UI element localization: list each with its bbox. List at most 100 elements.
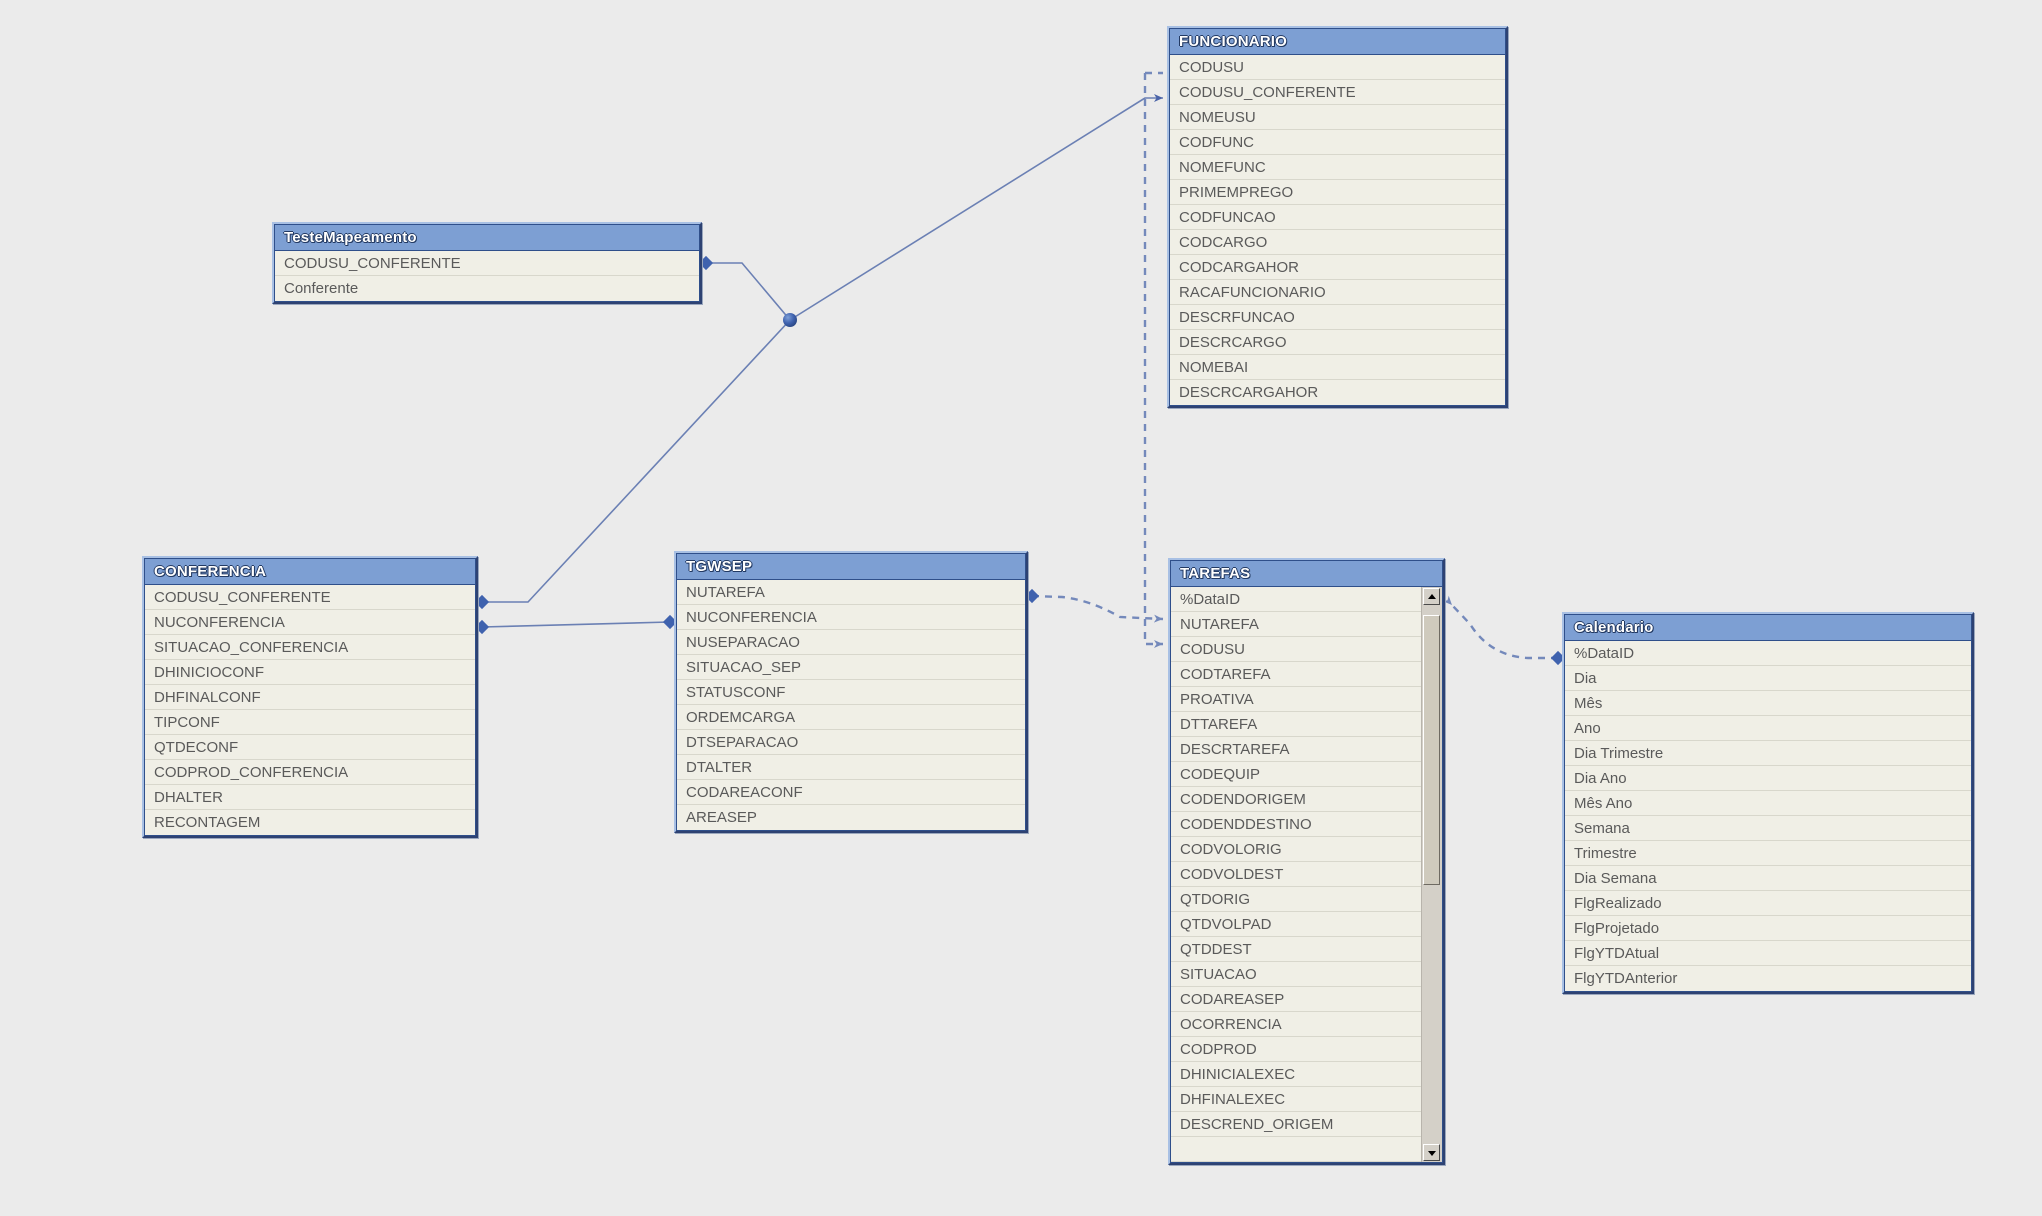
entity-field-row[interactable]: NUSEPARACAO bbox=[677, 630, 1025, 655]
entity-field-row[interactable]: FlgProjetado bbox=[1565, 916, 1971, 941]
entity-field-row[interactable]: Ano bbox=[1565, 716, 1971, 741]
scrollbar-thumb[interactable] bbox=[1423, 615, 1440, 885]
entity-field-row[interactable]: CODEQUIP bbox=[1171, 762, 1442, 787]
entity-field-row[interactable]: CODUSU_CONFERENTE bbox=[145, 585, 475, 610]
entity-table-header[interactable]: TAREFAS bbox=[1171, 561, 1442, 587]
entity-field-row[interactable]: RACAFUNCIONARIO bbox=[1170, 280, 1505, 305]
entity-field-row[interactable]: DTSEPARACAO bbox=[677, 730, 1025, 755]
entity-field-row[interactable]: DHFINALCONF bbox=[145, 685, 475, 710]
entity-field-row[interactable]: Dia Semana bbox=[1565, 866, 1971, 891]
entity-table-title: TGWSEP bbox=[686, 558, 753, 575]
entity-field-row[interactable]: NUTAREFA bbox=[677, 580, 1025, 605]
entity-field-row[interactable]: AREASEP bbox=[677, 805, 1025, 830]
entity-field-row[interactable]: Mês Ano bbox=[1565, 791, 1971, 816]
entity-field-row[interactable]: DESCRFUNCAO bbox=[1170, 305, 1505, 330]
entity-field-row[interactable]: DTTAREFA bbox=[1171, 712, 1442, 737]
entity-table-title: FUNCIONARIO bbox=[1179, 33, 1288, 50]
entity-field-row[interactable]: CODAREACONF bbox=[677, 780, 1025, 805]
entity-field-row[interactable]: SITUACAO_CONFERENCIA bbox=[145, 635, 475, 660]
entity-field-row[interactable]: CODCARGO bbox=[1170, 230, 1505, 255]
link-funcionario-tarefas bbox=[1143, 71, 1163, 644]
entity-field-row[interactable]: NUCONFERENCIA bbox=[677, 605, 1025, 630]
entity-field-row[interactable]: CODCARGAHOR bbox=[1170, 255, 1505, 280]
entity-field-row[interactable]: Dia Trimestre bbox=[1565, 741, 1971, 766]
entity-field-row[interactable]: CODENDORIGEM bbox=[1171, 787, 1442, 812]
entity-field-row[interactable]: CODUSU bbox=[1171, 637, 1442, 662]
entity-field-row[interactable]: DESCRCARGAHOR bbox=[1170, 380, 1505, 405]
entity-field-row[interactable]: FlgYTDAtual bbox=[1565, 941, 1971, 966]
entity-field-row[interactable]: RECONTAGEM bbox=[145, 810, 475, 835]
entity-field-row[interactable]: DHINICIOCONF bbox=[145, 660, 475, 685]
entity-field-row[interactable]: STATUSCONF bbox=[677, 680, 1025, 705]
vertical-scrollbar[interactable] bbox=[1421, 587, 1442, 1162]
entity-field-row[interactable]: SITUACAO_SEP bbox=[677, 655, 1025, 680]
entity-field-row[interactable]: CODFUNC bbox=[1170, 130, 1505, 155]
entity-field-row[interactable]: DESCRCARGO bbox=[1170, 330, 1505, 355]
entity-field-row[interactable]: CODVOLDEST bbox=[1171, 862, 1442, 887]
relationship-junction-dot[interactable] bbox=[783, 313, 797, 327]
entity-field-row[interactable]: QTDDEST bbox=[1171, 937, 1442, 962]
entity-field-row[interactable]: %DataID bbox=[1565, 641, 1971, 666]
link-calendario-tarefas bbox=[1442, 595, 1558, 660]
entity-field-row[interactable]: QTDVOLPAD bbox=[1171, 912, 1442, 937]
entity-field-row[interactable]: OCORRENCIA bbox=[1171, 1012, 1442, 1037]
entity-field-row[interactable]: SITUACAO bbox=[1171, 962, 1442, 987]
entity-field-row[interactable]: DHINICIALEXEC bbox=[1171, 1062, 1442, 1087]
entity-field-row[interactable]: CODPROD bbox=[1171, 1037, 1442, 1062]
entity-field-row[interactable]: NUCONFERENCIA bbox=[145, 610, 475, 635]
entity-field-row[interactable]: PROATIVA bbox=[1171, 687, 1442, 712]
entity-field-row[interactable]: Mês bbox=[1565, 691, 1971, 716]
entity-field-row[interactable]: CODUSU_CONFERENTE bbox=[275, 251, 699, 276]
entity-field-row[interactable]: CODAREASEP bbox=[1171, 987, 1442, 1012]
entity-field-row[interactable]: CODVOLORIG bbox=[1171, 837, 1442, 862]
entity-table-header[interactable]: FUNCIONARIO bbox=[1170, 29, 1505, 55]
entity-field-row[interactable]: Trimestre bbox=[1565, 841, 1971, 866]
entity-field-row[interactable]: Dia bbox=[1565, 666, 1971, 691]
entity-field-row[interactable]: Dia Ano bbox=[1565, 766, 1971, 791]
entity-field-row[interactable]: Semana bbox=[1565, 816, 1971, 841]
entity-field-row[interactable]: TIPCONF bbox=[145, 710, 475, 735]
entity-field-row[interactable]: NUTAREFA bbox=[1171, 612, 1442, 637]
entity-field-row[interactable]: %DataID bbox=[1171, 587, 1442, 612]
entity-field-row[interactable]: CODUSU bbox=[1170, 55, 1505, 80]
entity-field-row[interactable]: QTDECONF bbox=[145, 735, 475, 760]
entity-field-row[interactable]: PRIMEMPREGO bbox=[1170, 180, 1505, 205]
scroll-up-icon[interactable] bbox=[1423, 588, 1440, 605]
entity-field-row[interactable]: DESCRTAREFA bbox=[1171, 737, 1442, 762]
entity-field-row[interactable]: Conferente bbox=[275, 276, 699, 301]
entity-field-row[interactable]: CODTAREFA bbox=[1171, 662, 1442, 687]
entity-field-row[interactable]: DHALTER bbox=[145, 785, 475, 810]
entity-field-row[interactable]: CODFUNCAO bbox=[1170, 205, 1505, 230]
entity-table-title: TesteMapeamento bbox=[284, 229, 417, 246]
entity-field-row[interactable]: DHFINALEXEC bbox=[1171, 1087, 1442, 1112]
entity-field-row[interactable]: FlgRealizado bbox=[1565, 891, 1971, 916]
entity-field-row[interactable]: CODPROD_CONFERENCIA bbox=[145, 760, 475, 785]
entity-field-row[interactable]: NOMEUSU bbox=[1170, 105, 1505, 130]
scroll-down-icon[interactable] bbox=[1423, 1144, 1440, 1161]
entity-field-row[interactable]: QTDORIG bbox=[1171, 887, 1442, 912]
entity-field-row[interactable]: DESCREND_ORIGEM bbox=[1171, 1112, 1442, 1137]
entity-table-header[interactable]: Calendario bbox=[1565, 615, 1971, 641]
entity-field-row[interactable]: ORDEMCARGA bbox=[677, 705, 1025, 730]
entity-field-row[interactable]: CODUSU_CONFERENTE bbox=[1170, 80, 1505, 105]
entity-field-row[interactable] bbox=[1171, 1137, 1442, 1162]
entity-table-header[interactable]: TesteMapeamento bbox=[275, 225, 699, 251]
entity-field-row[interactable]: CODENDDESTINO bbox=[1171, 812, 1442, 837]
entity-field-row[interactable]: DTALTER bbox=[677, 755, 1025, 780]
entity-table-header[interactable]: CONFERENCIA bbox=[145, 559, 475, 585]
entity-table-header[interactable]: TGWSEP bbox=[677, 554, 1025, 580]
entity-field-row[interactable]: NOMEFUNC bbox=[1170, 155, 1505, 180]
entity-field-row[interactable]: NOMEBAI bbox=[1170, 355, 1505, 380]
entity-field-row[interactable]: FlgYTDAnterior bbox=[1565, 966, 1971, 991]
